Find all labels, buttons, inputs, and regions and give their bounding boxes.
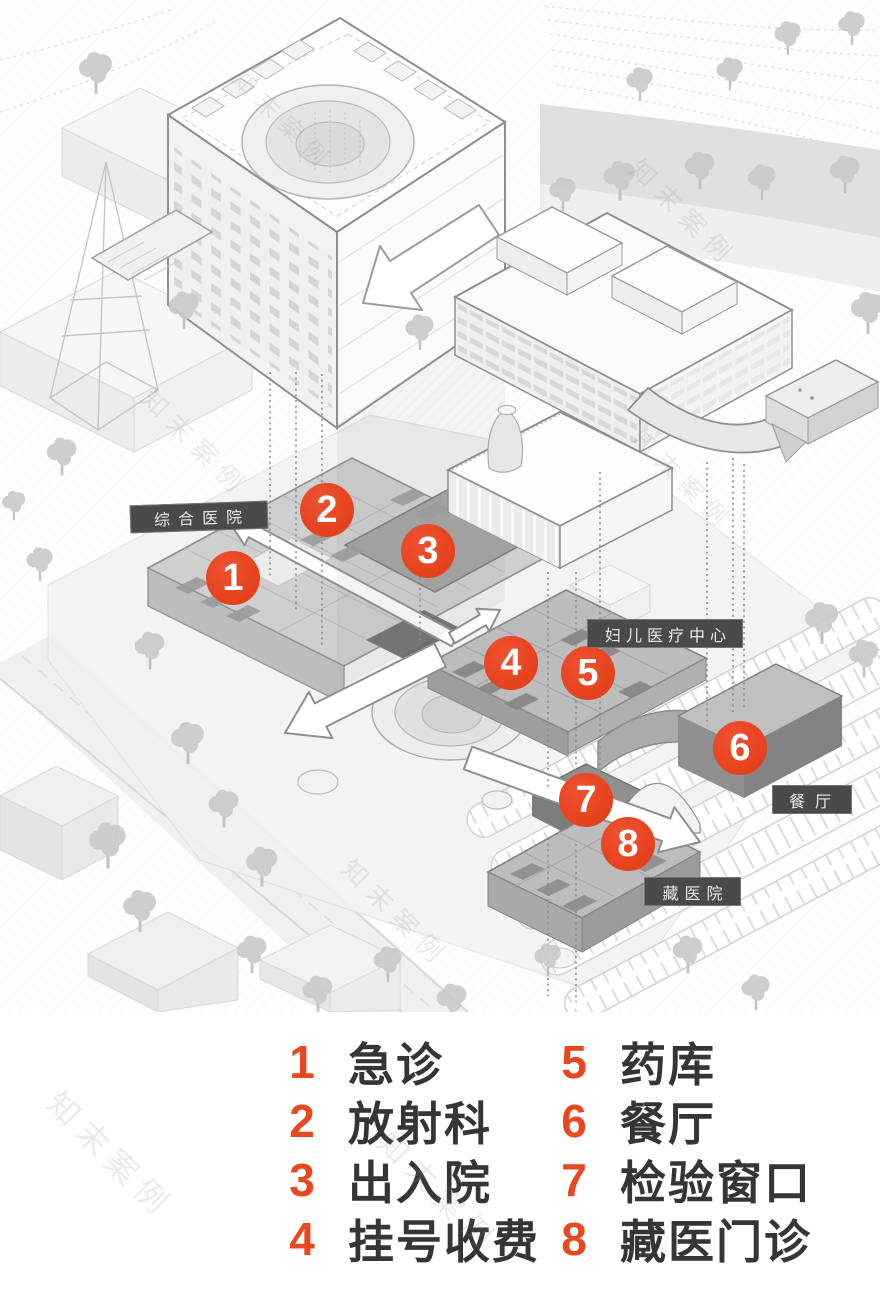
legend-item: 7 检验窗口: [554, 1150, 812, 1209]
projection-dotted-lines: [269, 372, 745, 1002]
legend-item: 3 出入院: [282, 1150, 540, 1209]
legend-item-number: 3: [289, 1153, 315, 1206]
legend-item-number: 5: [561, 1035, 587, 1088]
legend-item: 4 挂号收费: [282, 1209, 540, 1268]
marker-8-tibetan-clinic: 8: [601, 817, 655, 871]
legend-item: 2 放射科: [282, 1091, 540, 1150]
legend-item-number: 2: [289, 1094, 315, 1147]
legend-item-label: 出入院: [348, 1156, 492, 1209]
legend-item-number: 4: [289, 1212, 315, 1265]
legend-column-left: 1 急诊 2 放射科 3 出入院 4 挂号收费: [282, 1032, 540, 1268]
marker-7-lab-window: 7: [559, 773, 613, 827]
marker-6-dining: 6: [713, 721, 767, 775]
legend-item-number: 7: [561, 1153, 587, 1206]
watermark-text: 知末案例: [39, 1084, 182, 1227]
badge-dining-hall: 餐厅: [772, 785, 852, 814]
marker-2-radiology: 2: [300, 483, 354, 537]
power-pylon: [48, 161, 160, 431]
clinic-block: [445, 405, 675, 570]
marker-5-pharmacy: 5: [561, 646, 615, 700]
legend-item-number: 6: [561, 1094, 587, 1147]
legend-item-label: 餐厅: [620, 1097, 716, 1150]
legend-item-label: 检验窗口: [620, 1156, 812, 1209]
legend-item-label: 挂号收费: [348, 1215, 540, 1268]
legend: 1 急诊 2 放射科 3 出入院 4 挂号收费 5 药库 6 餐: [282, 1032, 812, 1268]
marker-3-admission: 3: [401, 524, 455, 578]
ward-building: [452, 206, 880, 463]
legend-item: 5 药库: [554, 1032, 812, 1091]
legend-item: 8 藏医门诊: [554, 1209, 812, 1268]
legend-item-label: 放射科: [348, 1097, 492, 1150]
hospital-tower: [90, 16, 507, 430]
top-road: [540, 104, 880, 292]
legend-column-right: 5 药库 6 餐厅 7 检验窗口 8 藏医门诊: [554, 1032, 812, 1268]
badge-general-hospital: 综合医院: [129, 500, 269, 534]
legend-item-number: 8: [561, 1212, 587, 1265]
marker-1-emergency: 1: [206, 551, 260, 605]
axonometric-scene: [0, 0, 880, 1012]
legend-item-label: 急诊: [348, 1038, 444, 1091]
legend-item-label: 藏医门诊: [620, 1215, 812, 1268]
tower-projection-prism: [337, 312, 505, 690]
legend-item-number: 1: [289, 1035, 315, 1088]
badge-women-children-center: 妇儿医疗中心: [587, 619, 743, 648]
marker-4-registration: 4: [484, 636, 538, 690]
legend-item: 1 急诊: [282, 1032, 540, 1091]
legend-item: 6 餐厅: [554, 1091, 812, 1150]
legend-item-label: 药库: [620, 1038, 716, 1091]
badge-tibetan-hospital: 藏医院: [644, 877, 741, 906]
